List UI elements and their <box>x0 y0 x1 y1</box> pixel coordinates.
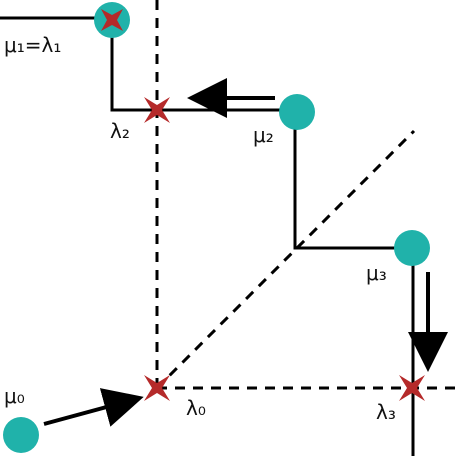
dashed-diagonal-line <box>155 129 416 390</box>
lambda1-cross-icon <box>101 9 123 31</box>
label-mu1-eq-lambda1: μ₁=λ₁ <box>4 33 61 57</box>
label-lambda3: λ₃ <box>376 400 396 424</box>
label-lambda2: λ₂ <box>110 119 130 143</box>
staircase-path <box>0 16 415 456</box>
label-mu3: μ₃ <box>366 261 387 285</box>
mu2-circle <box>279 94 315 130</box>
arrow-mu0-to-lambda0 <box>43 388 144 427</box>
lambda3-cross-icon <box>399 375 425 401</box>
label-mu2: μ₂ <box>253 123 274 147</box>
lambda2-cross-icon <box>144 97 170 123</box>
mu0-circle <box>3 417 39 453</box>
mu3-circle <box>394 230 430 266</box>
label-lambda0: λ₀ <box>186 396 206 420</box>
lambda0-cross-icon <box>144 375 170 401</box>
label-mu0: μ₀ <box>4 384 25 408</box>
